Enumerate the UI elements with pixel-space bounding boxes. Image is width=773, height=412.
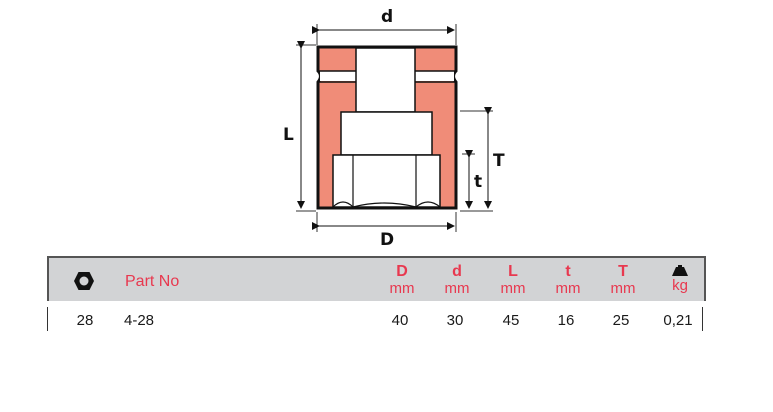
table-row: 28 4-28 40 30 45 16 25 0,21: [47, 304, 706, 334]
label-T: T: [493, 151, 505, 171]
socket-technical-drawing: d L T t D: [283, 7, 505, 250]
cell-size: 28: [76, 312, 94, 329]
cell-D: 40: [391, 312, 409, 329]
label-D: D: [380, 230, 394, 250]
cell-part-no: 4-28: [124, 312, 155, 329]
cell-d: 30: [446, 312, 464, 329]
cell-T: 25: [612, 312, 630, 329]
label-d: d: [381, 7, 393, 27]
cell-L: 45: [502, 312, 520, 329]
header-col-T: T mm: [610, 263, 636, 297]
row-right-border: [702, 307, 703, 331]
header-col-L: L mm: [500, 263, 526, 297]
header-col-weight: kg: [662, 265, 698, 294]
row-left-border: [47, 307, 48, 331]
cell-t: 16: [557, 312, 575, 329]
header-part-no: Part No: [125, 273, 180, 290]
cell-weight: 0,21: [663, 312, 693, 329]
table-header: Part No D mm d mm L mm t mm T mm kg: [47, 256, 706, 301]
label-L: L: [283, 125, 294, 145]
header-col-d: d mm: [444, 263, 470, 297]
label-t: t: [474, 172, 482, 192]
hexagon-nut-icon: [74, 272, 94, 290]
header-col-D: D mm: [389, 263, 415, 297]
header-col-t: t mm: [555, 263, 581, 297]
weight-icon: [672, 265, 688, 276]
